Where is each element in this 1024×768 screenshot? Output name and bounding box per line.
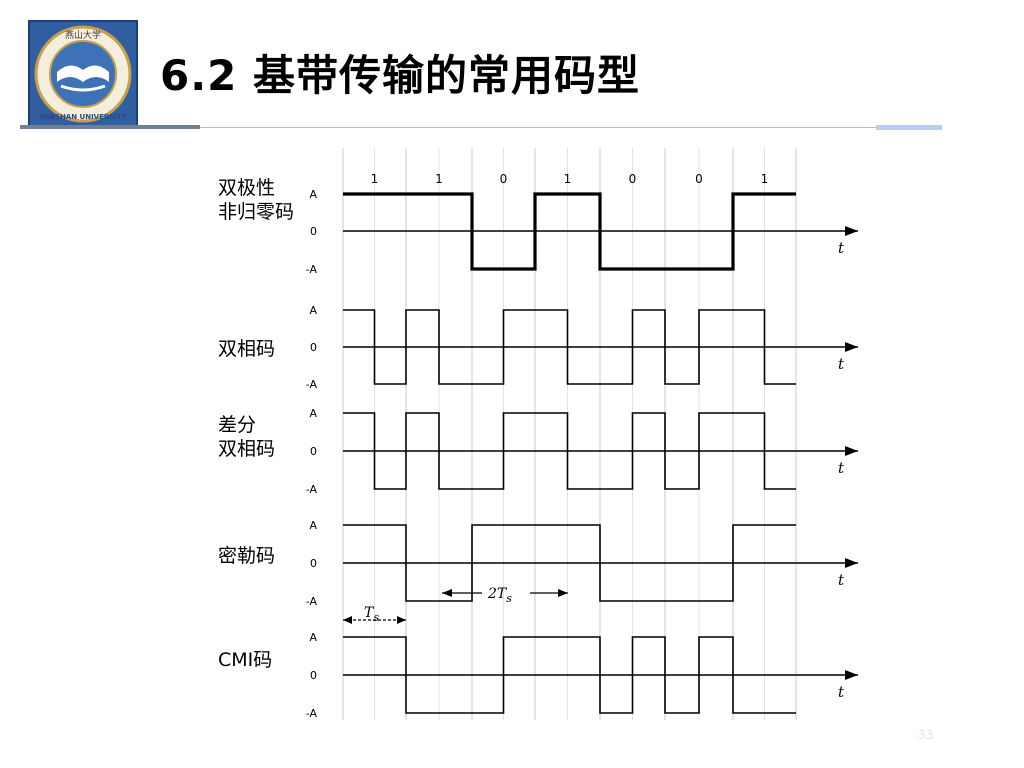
title-rule-right (876, 125, 942, 130)
level-label-zero: 0 (310, 225, 317, 238)
bit-label: 1 (761, 172, 769, 186)
level-label-low: -A (306, 595, 318, 608)
period-arrowhead-left (343, 616, 352, 624)
time-axis-arrowhead (845, 446, 858, 456)
level-label-high: A (309, 631, 317, 644)
waveform-trace (343, 636, 796, 714)
waveform-row: 双相码 A 0 -A t (218, 304, 858, 391)
waveform-trace (343, 192, 796, 271)
bit-label: 0 (500, 172, 508, 186)
waveform-trace (343, 309, 796, 385)
title-rule-left (20, 125, 200, 129)
period-arrowhead-right (397, 616, 406, 624)
level-label-zero: 0 (310, 445, 317, 458)
time-axis-label: t (838, 571, 845, 589)
waveform-trace (343, 524, 796, 602)
time-axis-arrowhead (845, 670, 858, 680)
bit-sequence: 1 1 0 1 0 0 1 (371, 172, 769, 186)
university-logo: 燕山大学 YANSHAN UNIVERSITY (28, 20, 138, 128)
interval-arrowhead-left (442, 589, 452, 597)
level-label-high: A (309, 407, 317, 420)
row-label: 密勒码 (218, 545, 275, 567)
level-label-low: -A (306, 378, 318, 391)
waveform-rows: 双极性非归零码A0-At双相码A0-At差分双相码A0-At密勒码A0-AtCM… (218, 177, 858, 720)
waveform-row: 密勒码 A 0 -A t (218, 519, 858, 608)
title-rule-thin (200, 127, 876, 128)
row-label: 非归零码 (218, 201, 294, 223)
bit-period-annotation: Ts (343, 605, 406, 624)
row-label: CMI码 (218, 649, 272, 671)
level-label-zero: 0 (310, 341, 317, 354)
time-axis-label: t (838, 459, 845, 477)
time-axis-arrowhead (845, 558, 858, 568)
bit-grid (342, 148, 797, 720)
level-label-high: A (309, 519, 317, 532)
bit-label: 1 (435, 172, 443, 186)
row-label: 双相码 (218, 438, 275, 460)
time-axis-label: t (838, 683, 845, 701)
level-label-low: -A (306, 483, 318, 496)
level-label-low: -A (306, 263, 318, 276)
level-label-zero: 0 (310, 669, 317, 682)
logo-top-text: 燕山大学 (65, 29, 101, 41)
time-axis-arrowhead (845, 342, 858, 352)
bit-label: 0 (629, 172, 637, 186)
page-title: 6.2 基带传输的常用码型 (160, 51, 641, 100)
waveform-trace (343, 412, 796, 490)
level-label-high: A (309, 304, 317, 317)
period-label: Ts (364, 605, 379, 624)
waveform-row: CMI码 A 0 -A t (218, 631, 858, 720)
time-axis-arrowhead (845, 226, 858, 236)
interval-label: 2Ts (487, 586, 512, 605)
logo-emblem-icon: 燕山大学 YANSHAN UNIVERSITY (34, 25, 132, 123)
miller-interval-annotation: 2Ts (442, 586, 568, 605)
bit-label: 1 (371, 172, 379, 186)
bit-label: 1 (564, 172, 572, 186)
interval-arrowhead-right (558, 589, 568, 597)
time-axis-label: t (838, 239, 845, 257)
slide-number: 33 (918, 728, 934, 742)
bit-label: 0 (695, 172, 703, 186)
level-label-high: A (309, 188, 317, 201)
logo-bottom-text: YANSHAN UNIVERSITY (38, 113, 127, 121)
time-axis-label: t (838, 355, 845, 373)
row-label: 双相码 (218, 338, 275, 360)
level-label-low: -A (306, 707, 318, 720)
level-label-zero: 0 (310, 557, 317, 570)
row-label: 双极性 (218, 177, 275, 199)
row-label: 差分 (218, 414, 256, 436)
